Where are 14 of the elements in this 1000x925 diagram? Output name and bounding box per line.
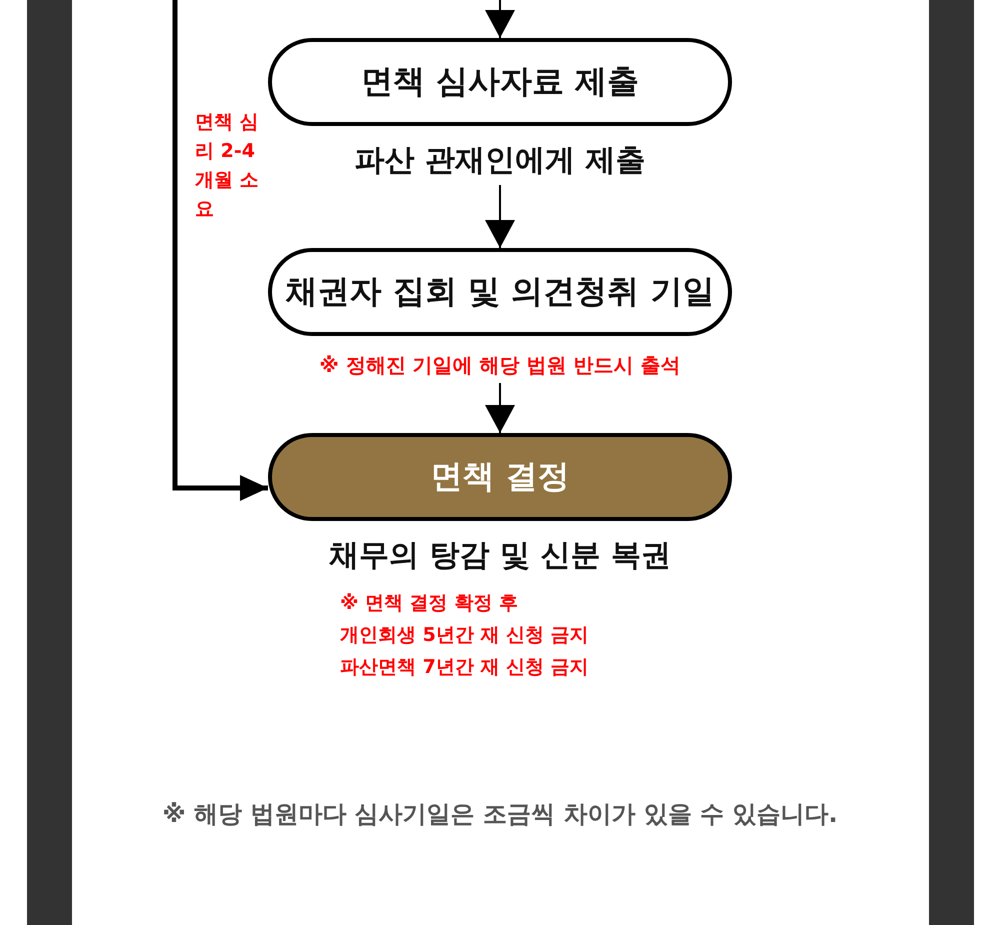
process-box: 면책 결정: [268, 433, 732, 521]
note-text: 개인회생 5년간 재 신청 금지: [340, 623, 590, 648]
caption-text: 채무의 탕감 및 신분 복권: [328, 537, 672, 575]
caption-text: 파산 관재인에게 제출: [354, 142, 646, 180]
footnote-text: ※ 해당 법원마다 심사기일은 조금씩 차이가 있을 수 있습니다.: [161, 799, 839, 830]
process-box: 면책 심사자료 제출: [268, 38, 732, 126]
arrow: [485, 0, 515, 38]
arrow: [485, 383, 515, 433]
note-text: ※ 정해진 기일에 해당 법원 반드시 출석: [318, 352, 682, 379]
arrow: [172, 0, 268, 501]
note-text: 파산면책 7년간 재 신청 금지: [340, 655, 590, 680]
process-box: 채권자 집회 및 의견청취 기일: [268, 248, 732, 336]
note-text: ※ 면책 결정 확정 후: [340, 591, 519, 616]
arrow: [485, 185, 515, 248]
